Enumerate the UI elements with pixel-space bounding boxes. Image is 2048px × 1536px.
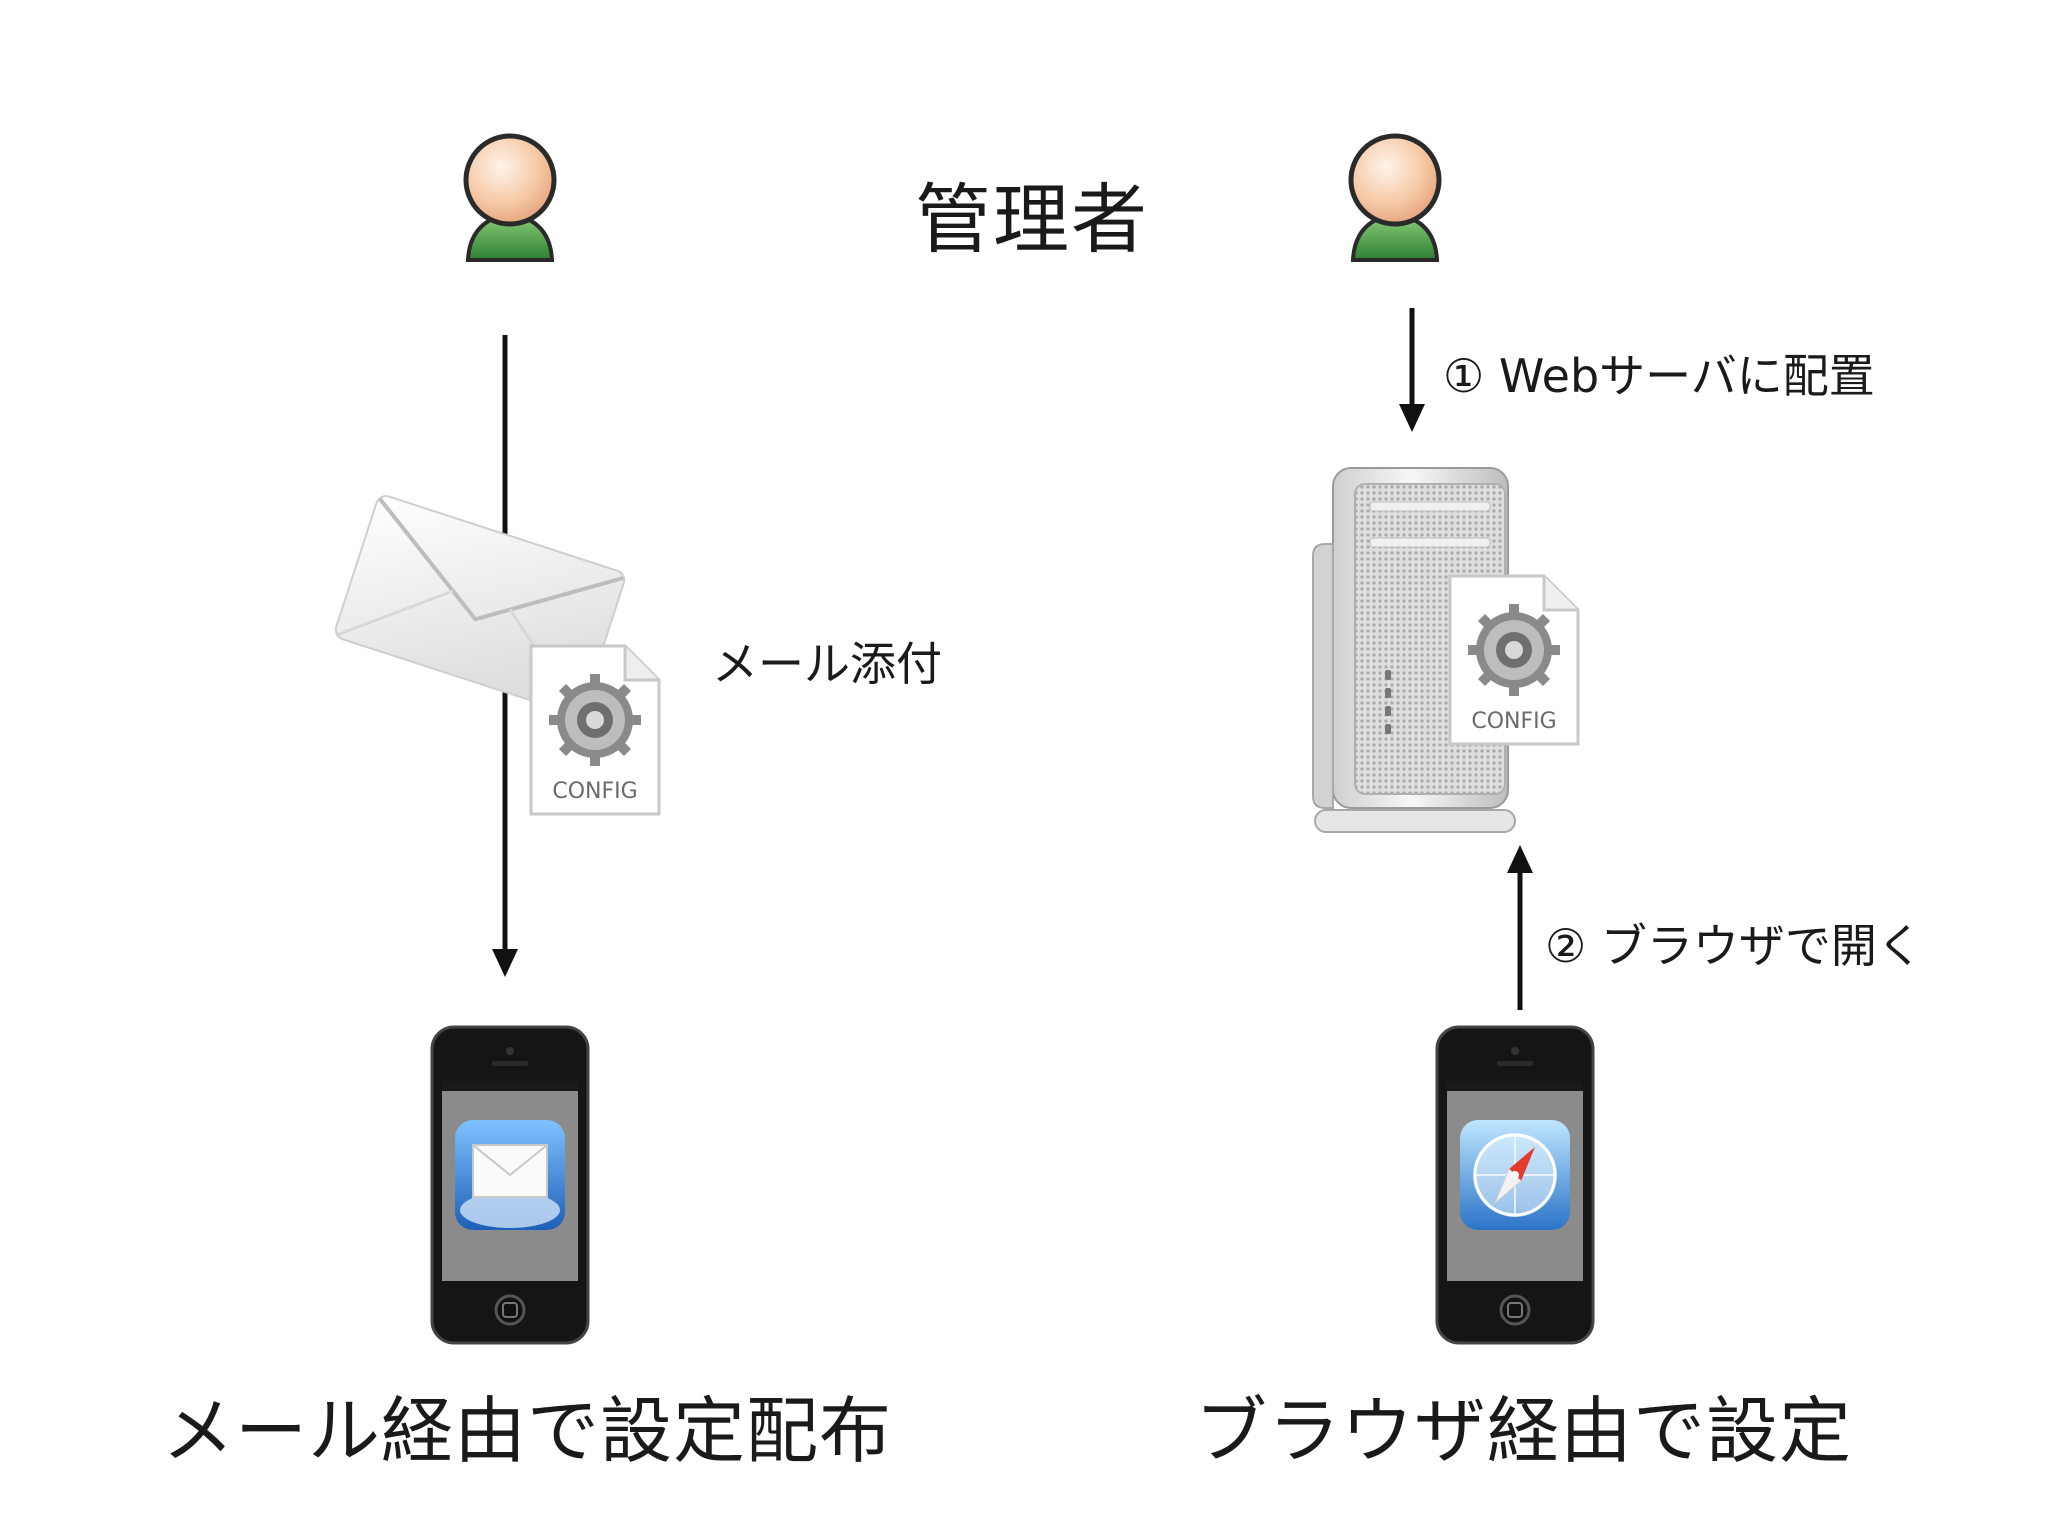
attachment-label: メール添付 (712, 637, 942, 691)
step1-arrow (1399, 308, 1425, 432)
browser-flow-caption: ブラウザ経由で設定 (1195, 1389, 1853, 1473)
config-file-label: CONFIG (552, 779, 637, 804)
phone-icon (1435, 1025, 1595, 1345)
phone-icon (430, 1025, 590, 1345)
user-icon (1348, 133, 1442, 262)
step2-arrow (1507, 845, 1533, 1010)
step1-label: ① Webサーバに配置 (1443, 349, 1875, 403)
admin-label: 管理者 (915, 175, 1149, 264)
mail-app-icon (455, 1120, 565, 1230)
config-file-label: CONFIG (1471, 709, 1556, 734)
config-file-icon: CONFIG (529, 644, 661, 816)
mail-flow-caption: メール経由で設定配布 (162, 1389, 893, 1473)
safari-app-icon (1460, 1120, 1570, 1230)
step2-label: ② ブラウザで開く (1545, 919, 1923, 973)
config-file-icon: CONFIG (1448, 574, 1580, 746)
user-icon (463, 133, 557, 262)
